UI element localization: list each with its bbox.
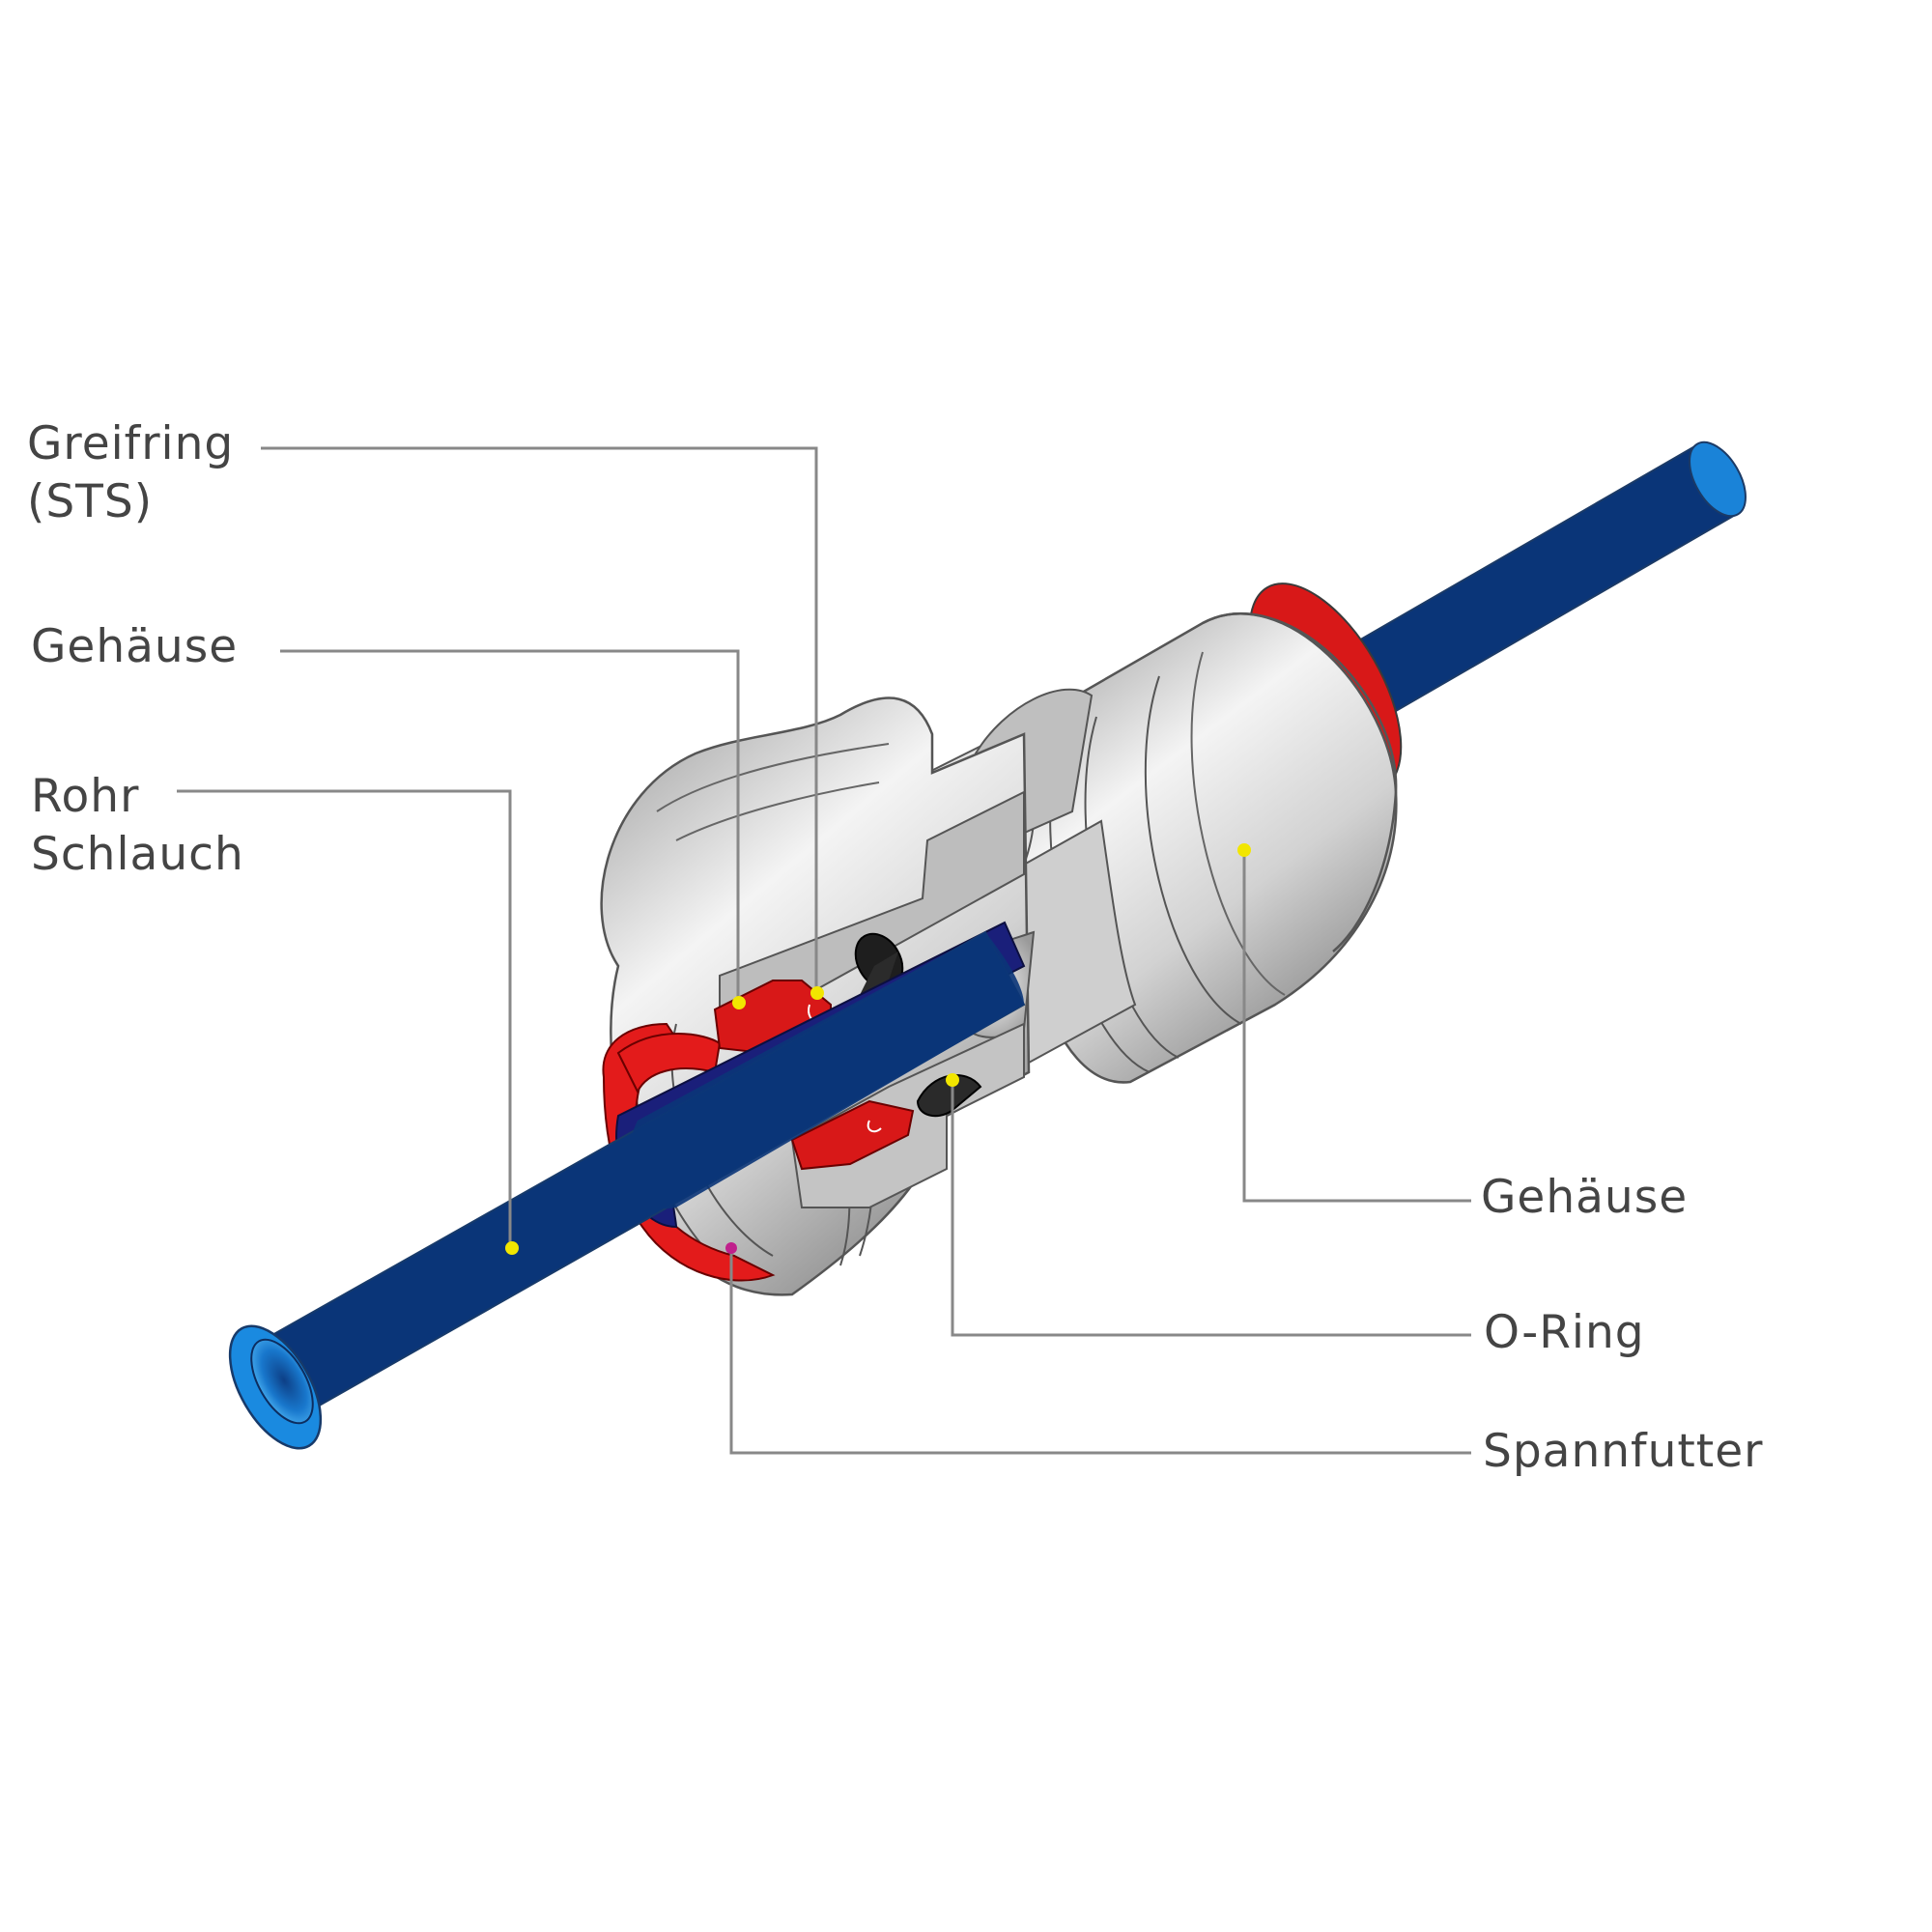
- marker-spannfutter: [725, 1242, 737, 1254]
- label-gehaeuse-left: Gehäuse: [31, 620, 239, 673]
- leader-lines: [177, 446, 1471, 1455]
- label-greifring-line2: (STS): [27, 475, 154, 528]
- label-rohr: Rohr Schlauch: [31, 768, 244, 884]
- leader-gehaeuse-right: [1242, 850, 1471, 1203]
- tube-main: [228, 921, 1026, 1450]
- label-rohr-line1: Rohr: [31, 770, 140, 823]
- leader-spannfutter: [729, 1248, 1471, 1455]
- marker-gehaeuse-left: [732, 996, 746, 1009]
- leader-greifring: [261, 446, 818, 993]
- markers: [505, 843, 1251, 1255]
- leader-oring: [951, 1080, 1471, 1337]
- marker-greifring: [810, 986, 824, 1000]
- marker-oring: [946, 1073, 959, 1087]
- marker-rohr: [505, 1241, 519, 1255]
- label-spannfutter: Spannfutter: [1483, 1425, 1764, 1478]
- label-greifring: Greifring (STS): [27, 415, 234, 531]
- leader-gehaeuse-left: [280, 649, 740, 1003]
- label-greifring-line1: Greifring: [27, 417, 235, 470]
- label-gehaeuse-right: Gehäuse: [1481, 1171, 1689, 1224]
- label-rohr-line2: Schlauch: [31, 828, 244, 881]
- leader-rohr: [177, 789, 512, 1248]
- label-oring: O-Ring: [1484, 1306, 1645, 1359]
- marker-gehaeuse-right: [1237, 843, 1251, 857]
